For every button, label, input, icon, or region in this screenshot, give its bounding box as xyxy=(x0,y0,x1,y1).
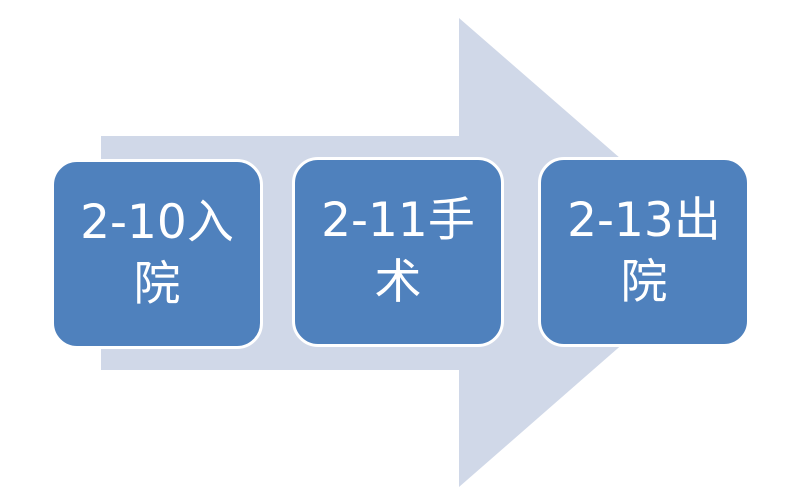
step-discharge: 2-13出院 xyxy=(538,157,750,347)
step-discharge-label: 2-13出院 xyxy=(567,193,721,310)
step-surgery-label: 2-11手术 xyxy=(321,193,475,310)
step-surgery: 2-11手术 xyxy=(292,157,504,347)
step-admission: 2-10入院 xyxy=(51,159,263,349)
step-admission-label: 2-10入院 xyxy=(80,195,234,312)
